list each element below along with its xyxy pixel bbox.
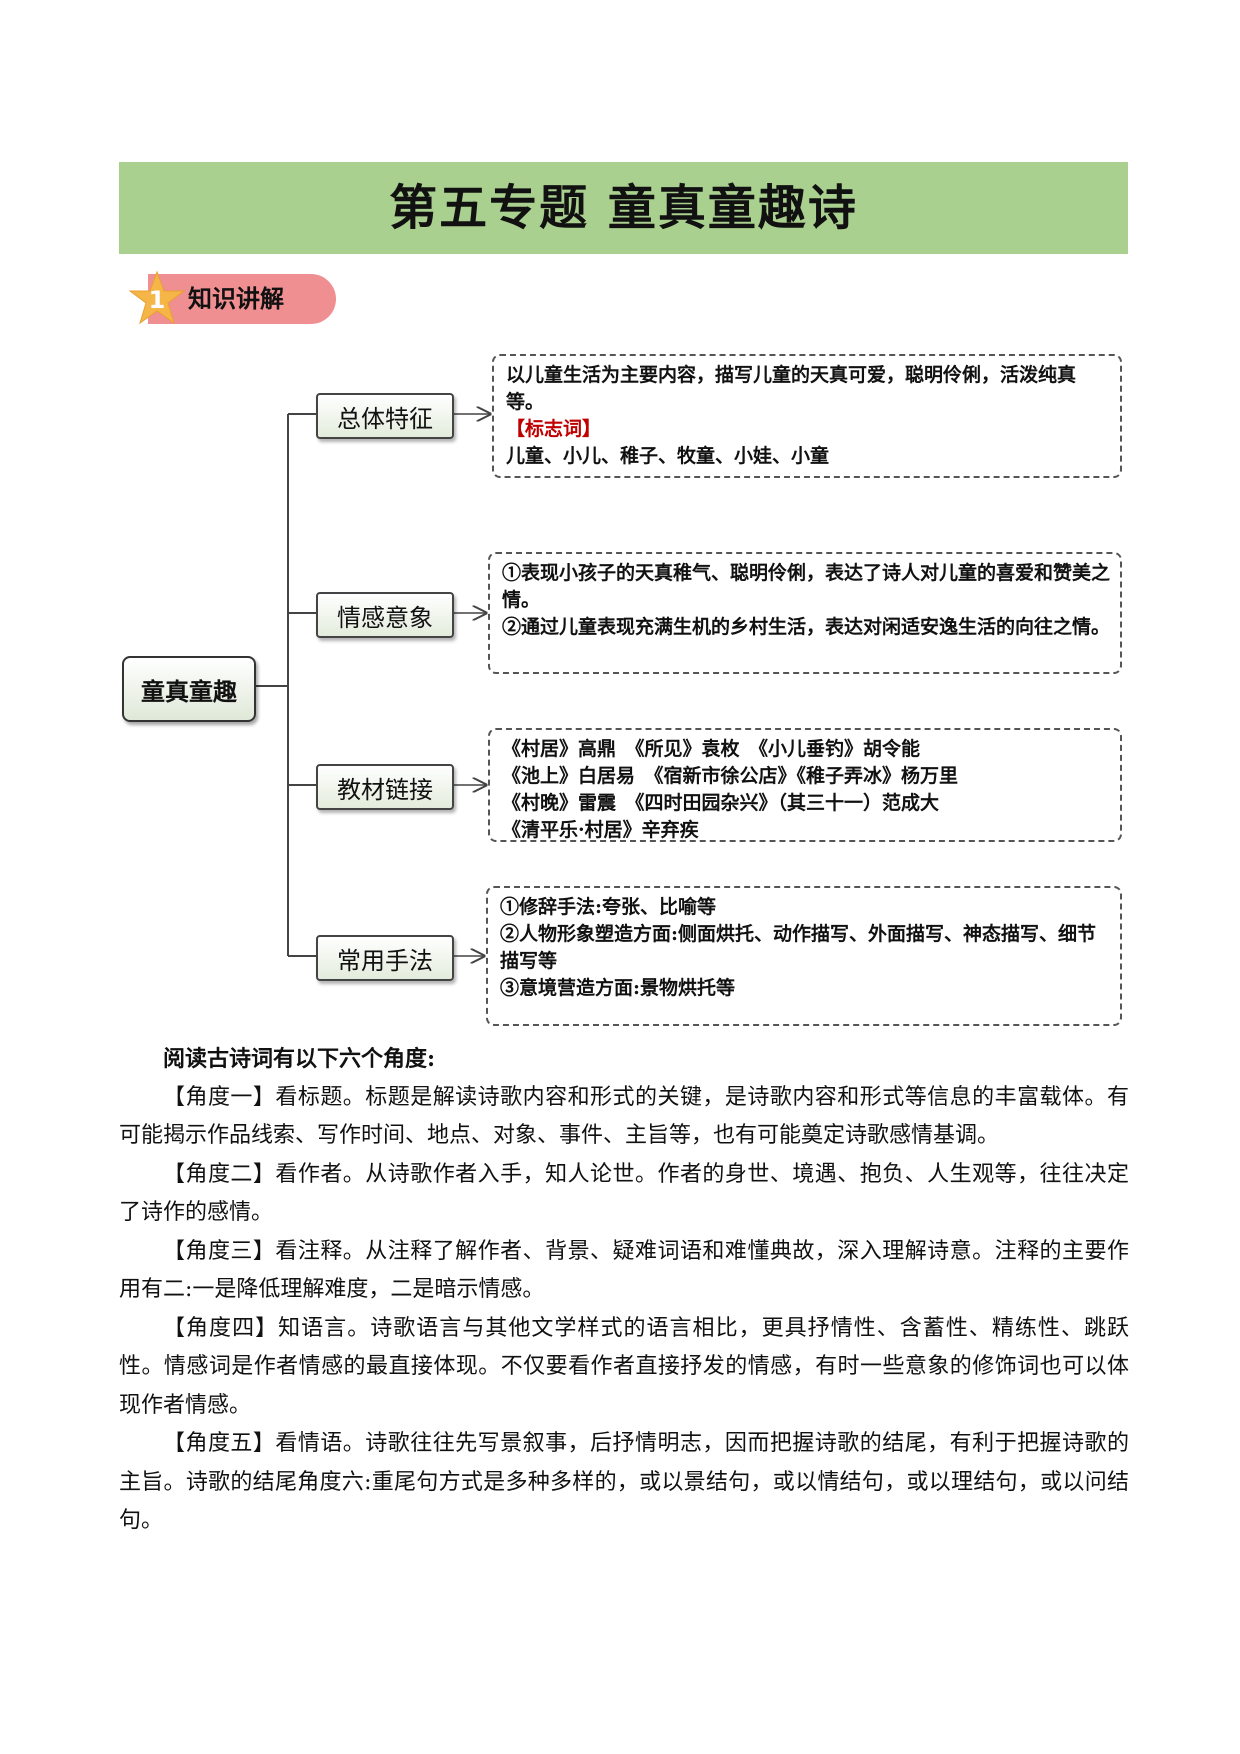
note-text: ②通过儿童表现充满生机的乡村生活，表达对闲适安逸生活的向往之情。 [502,616,1111,638]
reading-angles-section: 阅读古诗词有以下六个角度: 【角度一】看标题。标题是解读诗歌内容和形式的关键，是… [119,1040,1129,1541]
note-text: 以儿童生活为主要内容，描写儿童的天真可爱，聪明伶俐，活泼纯真等。 [506,364,1077,413]
section-number: 1 [148,286,166,314]
title-bar: 第五专题 童真童趣诗 [119,162,1128,254]
note-box-4: ①修辞手法:夸张、比喻等 ②人物形象塑造方面:侧面烘托、动作描写、外面描写、神态… [486,886,1122,1026]
branch-node-1: 总体特征 [316,393,454,439]
note-box-2: ①表现小孩子的天真稚气、聪明伶俐，表达了诗人对儿童的喜爱和赞美之情。 ②通过儿童… [488,552,1122,674]
section-badge-pill [148,274,336,324]
branch-node-4: 常用手法 [316,935,454,981]
note-text: 《池上》白居易 《宿新市徐公店》《稚子弄冰》杨万里 [502,765,959,787]
branch-node-2: 情感意象 [316,592,454,638]
note-text: 《村居》高鼎 《所见》袁枚 《小儿垂钓》胡令能 [502,738,921,760]
keyword-tag: 【标志词】 [506,418,602,440]
section-badge: 1 知识讲解 [128,270,336,328]
paragraph: 【角度二】看作者。从诗歌作者入手，知人论世。作者的身世、境遇、抱负、人生观等，往… [119,1161,1129,1226]
keyword-list: 儿童、小儿、稚子、牧童、小娃、小童 [506,445,830,467]
paragraph: 【角度一】看标题。标题是解读诗歌内容和形式的关键，是诗歌内容和形式等信息的丰富载… [119,1084,1129,1149]
section-lead: 阅读古诗词有以下六个角度: [163,1046,436,1072]
note-box-1: 以儿童生活为主要内容，描写儿童的天真可爱，聪明伶俐，活泼纯真等。 【标志词】 儿… [492,354,1122,478]
page-title: 第五专题 童真童趣诗 [389,180,858,236]
star-icon [128,270,186,325]
note-box-3: 《村居》高鼎 《所见》袁枚 《小儿垂钓》胡令能 《池上》白居易 《宿新市徐公店》… [488,728,1122,842]
note-text: ①表现小孩子的天真稚气、聪明伶俐，表达了诗人对儿童的喜爱和赞美之情。 [502,562,1111,611]
note-text: 《清平乐·村居》辛弃疾 [502,819,699,841]
paragraph: 【角度三】看注释。从注释了解作者、背景、疑难词语和难懂典故，深入理解诗意。注释的… [119,1238,1129,1303]
paragraph: 【角度五】看情语。诗歌往往先写景叙事，后抒情明志，因而把握诗歌的结尾，有利于把握… [119,1431,1129,1533]
note-text: ③意境营造方面:景物烘托等 [500,977,736,999]
paragraph: 【角度四】知语言。诗歌语言与其他文学样式的语言相比，更具抒情性、含蓄性、精练性、… [119,1315,1129,1418]
section-label: 知识讲解 [188,285,284,313]
note-text: ②人物形象塑造方面:侧面烘托、动作描写、外面描写、神态描写、细节描写等 [500,923,1097,972]
note-text: 《村晚》雷震 《四时田园杂兴》（其三十一）范成大 [502,792,940,814]
branch-node-3: 教材链接 [316,764,454,810]
note-text: ①修辞手法:夸张、比喻等 [500,896,717,918]
mindmap-root: 童真童趣 [122,656,256,722]
